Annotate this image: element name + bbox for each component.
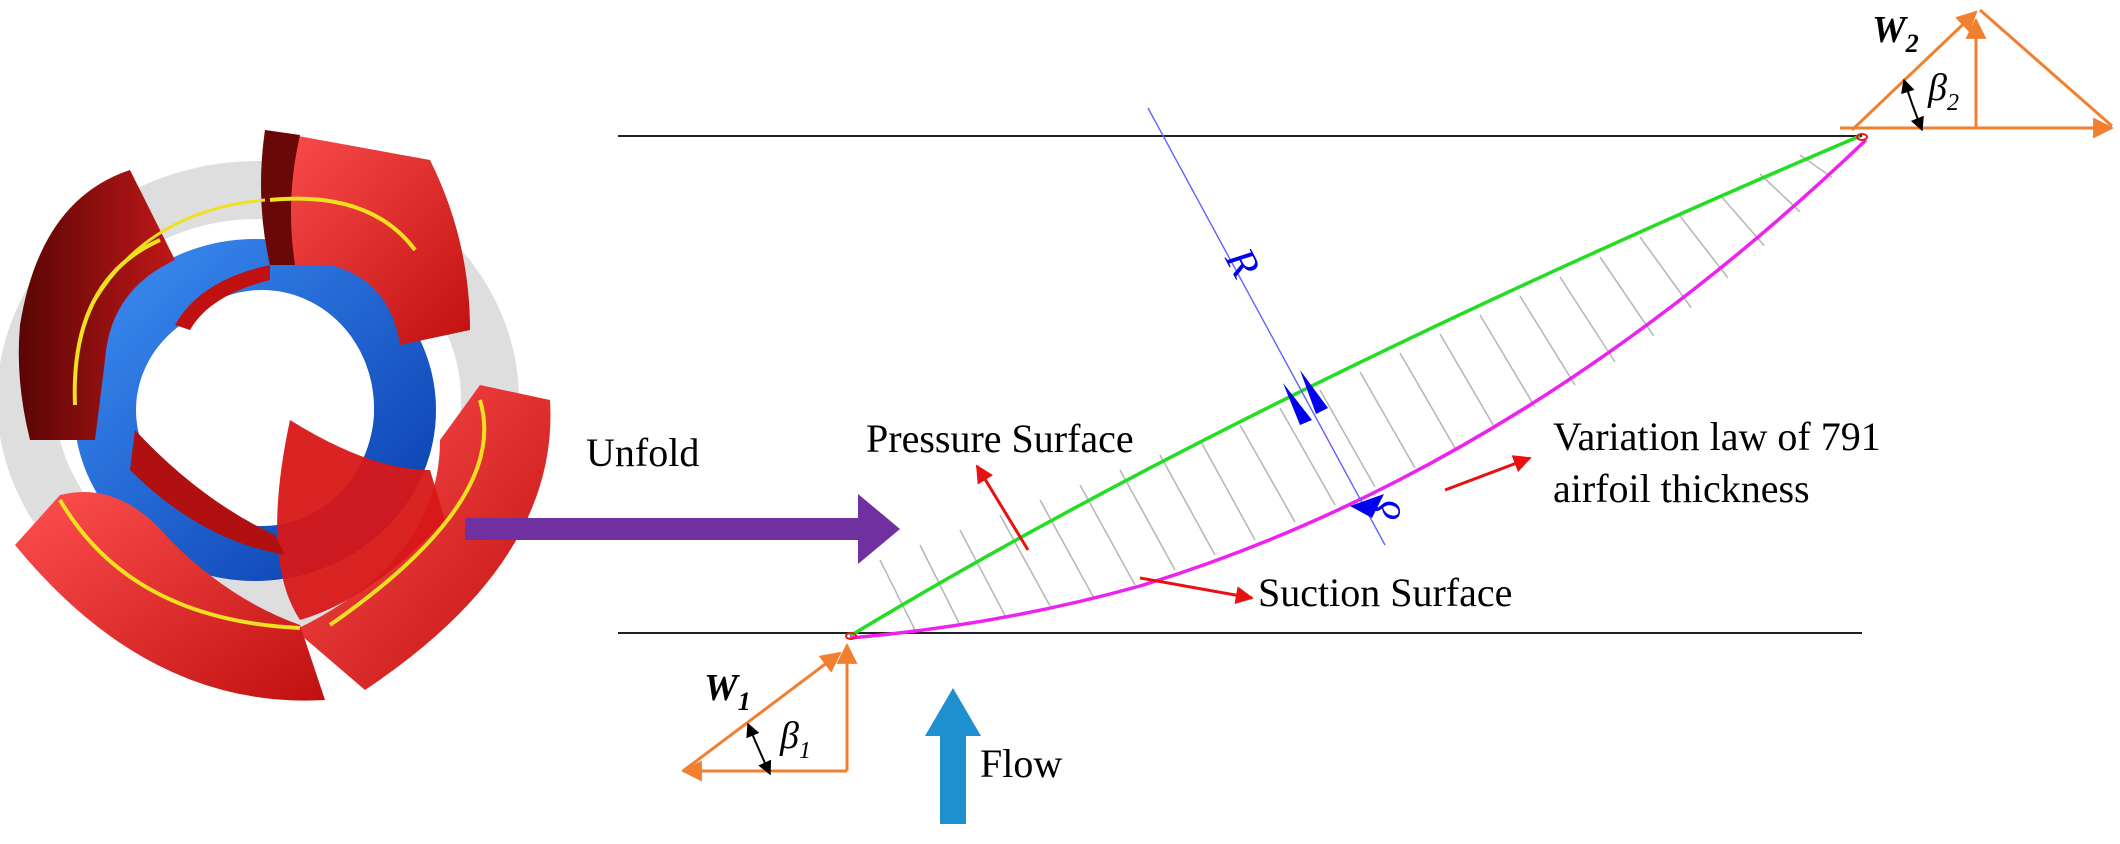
flow-arrow bbox=[925, 688, 981, 824]
blade-lower-mid bbox=[277, 420, 445, 620]
rotor-3d-illustration bbox=[0, 130, 551, 701]
w1-label: W1 bbox=[704, 667, 751, 716]
blade-edge-5 bbox=[93, 198, 266, 301]
beta1-label: β1 bbox=[779, 715, 811, 764]
flow-label: Flow bbox=[980, 741, 1062, 786]
blade-upper-left bbox=[18, 170, 175, 440]
outlet-velocity-triangle bbox=[1840, 8, 2115, 139]
unfold-label: Unfold bbox=[586, 430, 699, 475]
blade-edge-3 bbox=[328, 399, 487, 627]
thickness-label: δ bbox=[1363, 497, 1411, 522]
pressure-surface-curve bbox=[849, 134, 1861, 638]
w2-label: W2 bbox=[1872, 9, 1919, 58]
beta2-label: β2 bbox=[1927, 67, 1959, 116]
blade-edge-2 bbox=[269, 196, 417, 252]
pressure-surface-label: Pressure Surface bbox=[866, 416, 1134, 461]
variation-law-line2: airfoil thickness bbox=[1553, 466, 1810, 511]
inlet-velocity-triangle bbox=[680, 642, 858, 782]
thickness-law-pointer bbox=[1444, 455, 1532, 492]
variation-law-line1: Variation law of 791 bbox=[1553, 414, 1881, 459]
trailing-edge bbox=[1856, 133, 1868, 141]
suction-surface-label: Suction Surface bbox=[1258, 570, 1512, 615]
blade-edge-4 bbox=[58, 498, 301, 630]
leading-edge bbox=[845, 632, 857, 640]
unfold-arrow bbox=[465, 494, 900, 564]
airfoil-profile bbox=[845, 133, 1868, 640]
radius-line bbox=[1147, 107, 1386, 546]
blade-top bbox=[261, 130, 470, 345]
thickness-markers bbox=[1283, 370, 1384, 518]
pressure-surface-pointer bbox=[975, 464, 1030, 551]
blade-edge-1 bbox=[72, 238, 161, 406]
suction-surface-pointer bbox=[1139, 576, 1254, 605]
suction-surface-curve bbox=[849, 138, 1868, 640]
